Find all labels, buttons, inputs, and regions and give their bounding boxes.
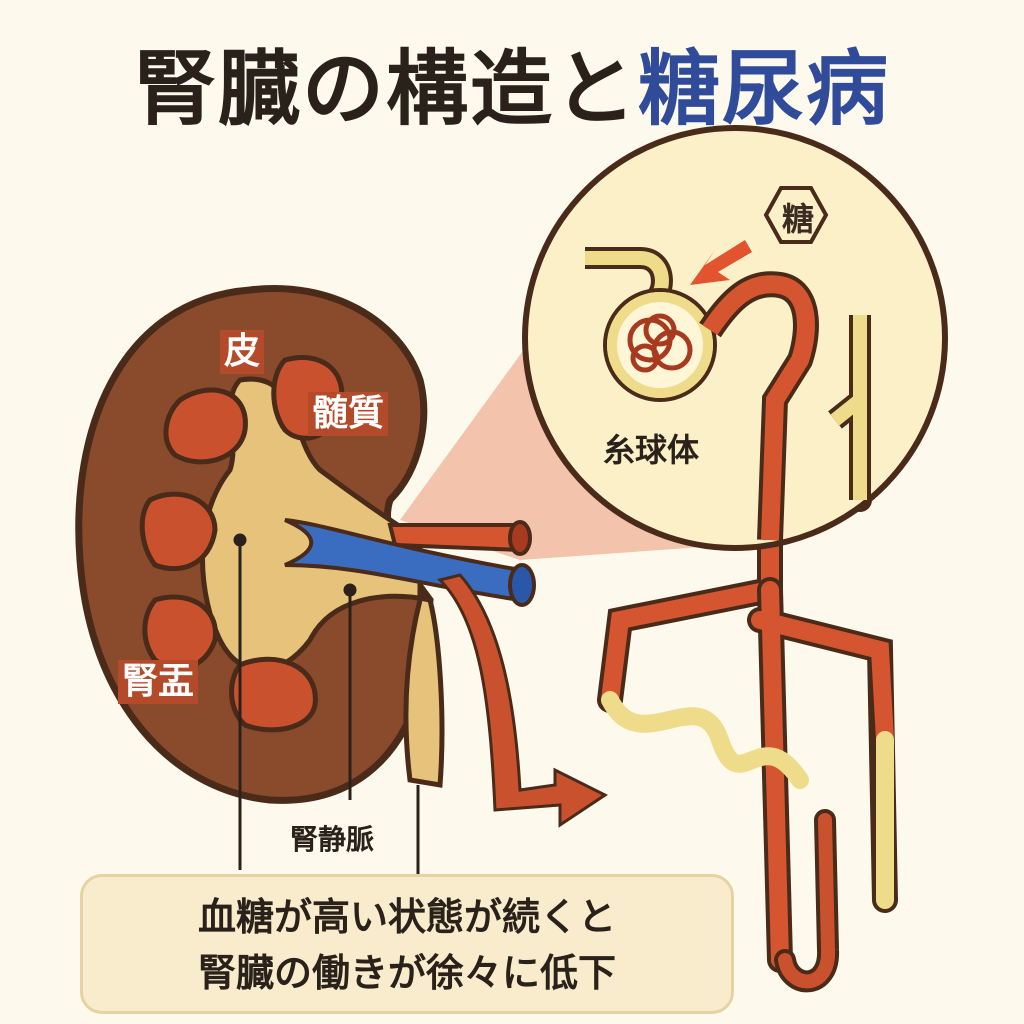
- glomerulus-label: 糸球体: [603, 431, 700, 469]
- cortex-label: 皮: [220, 330, 265, 374]
- medulla-pyramids: [139, 354, 345, 733]
- renal-vein-label: 腎静脈: [290, 823, 375, 856]
- pointer-lines: [233, 533, 420, 875]
- sugar-label: 糖: [781, 200, 814, 238]
- summary-line-2: 腎臓の働きが徐々に低下: [197, 951, 616, 995]
- medulla-label: 髄質: [308, 392, 389, 436]
- arrow-icon: [690, 240, 752, 285]
- title-accent: 糖尿病: [638, 42, 891, 137]
- pelvis-label: 腎盂: [118, 660, 199, 704]
- magnified-view: [522, 125, 948, 551]
- glomerulus-capillaries: [627, 313, 693, 373]
- summary-line-1: 血糖が高い状態が続くと: [197, 895, 616, 939]
- page-title: 腎臓の構造と糖尿病: [0, 22, 1024, 141]
- summary-box: 血糖が高い状態が続くと 腎臓の働きが徐々に低下: [80, 874, 734, 1014]
- title-main: 腎臓の構造と: [133, 42, 638, 137]
- outflow-arrow: [437, 573, 608, 828]
- hexagon-icon: [763, 186, 829, 244]
